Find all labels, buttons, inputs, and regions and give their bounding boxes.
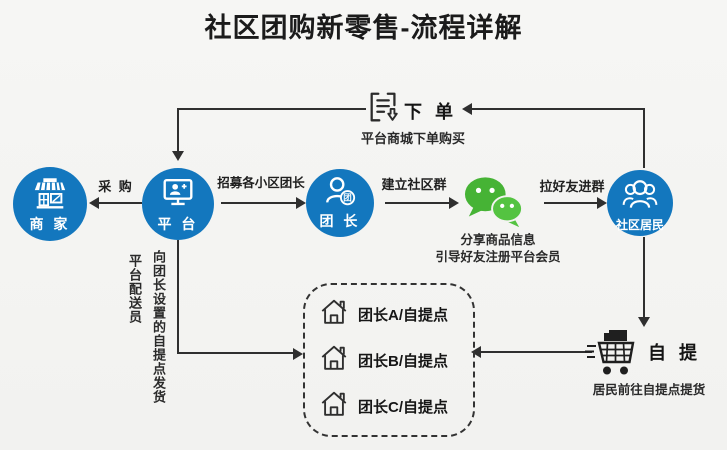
monitor-icon (158, 174, 198, 217)
leader-label: 团 长 (319, 213, 361, 229)
pickup-points-box (303, 283, 475, 437)
connector-residents-to-pickup (643, 237, 645, 319)
arrowhead-into-pickup (638, 317, 650, 327)
delivery-courier-text: 平台配送员 (127, 254, 142, 324)
pickup-caption: 居民前往自提点提货 (592, 383, 706, 397)
connector-residents-to-order-h (472, 108, 645, 110)
pickup-label: 自 提 (648, 343, 702, 363)
storefront-icon (30, 174, 70, 217)
connector-order-to-platform-v (177, 108, 179, 153)
order-caption: 平台商城下单购买 (360, 131, 465, 146)
residents-label: 社区居民 (615, 217, 664, 232)
house-icon (319, 297, 349, 332)
svg-text:团: 团 (343, 193, 352, 203)
connector-order-to-platform-h (178, 108, 366, 110)
edge-label-invite: 拉好友进群 (539, 179, 605, 194)
order-label: 下 单 (404, 102, 458, 122)
arrowhead-into-platform (172, 151, 184, 161)
node-platform: 平 台 (142, 168, 214, 240)
page-title: 社区团购新零售-流程详解 (204, 13, 523, 43)
pickup-row-label: 团长B/自提点 (358, 353, 449, 370)
arrowhead-into-box-right (471, 346, 481, 358)
arrowhead-into-leader (296, 197, 306, 209)
connector-pickup-to-box (481, 351, 592, 353)
order-list-icon (366, 90, 402, 131)
arrowhead-into-residents (597, 197, 607, 209)
platform-label: 平 台 (157, 216, 199, 232)
connector-wechat-to-residents (544, 202, 599, 204)
arrowhead-into-wechat (449, 197, 459, 209)
wechat-icon (462, 172, 526, 237)
pickup-row-a: 团长A/自提点 (319, 297, 448, 332)
connector-platform-to-merchant (98, 202, 142, 204)
connector-platform-to-box-v (177, 240, 179, 354)
pickup-row-c: 团长C/自提点 (319, 389, 448, 424)
node-leader: 团 团 长 (306, 169, 374, 237)
arrowhead-into-merchant (89, 197, 99, 209)
delivery-vertical-text: 向团长设置的自提点发货 (151, 250, 166, 404)
arrowhead-into-order (462, 103, 472, 115)
pickup-row-label: 团长C/自提点 (358, 399, 449, 416)
edge-label-create-group: 建立社区群 (381, 177, 447, 192)
connector-platform-to-leader (221, 202, 298, 204)
merchant-label: 商 家 (29, 216, 71, 232)
wechat-caption-line2: 引导好友注册平台会员 (435, 250, 561, 264)
edge-label-purchase: 采 购 (98, 179, 134, 194)
edge-label-recruit: 招募各小区团长 (217, 176, 305, 190)
people-group-icon (619, 174, 661, 219)
connector-platform-to-box-h (177, 352, 295, 354)
node-merchant: 商 家 (13, 167, 87, 241)
shopping-cart-icon (584, 324, 640, 383)
arrowhead-into-box-left (293, 348, 303, 360)
pickup-row-b: 团长B/自提点 (319, 343, 448, 378)
pickup-row-label: 团长A/自提点 (358, 307, 449, 324)
house-icon (319, 389, 349, 424)
house-icon (319, 343, 349, 378)
person-badge-icon: 团 (321, 175, 359, 214)
connector-residents-to-order-v (643, 110, 645, 168)
connector-leader-to-wechat (385, 202, 451, 204)
node-residents: 社区居民 (607, 170, 673, 236)
wechat-caption-line1: 分享商品信息 (460, 233, 536, 247)
